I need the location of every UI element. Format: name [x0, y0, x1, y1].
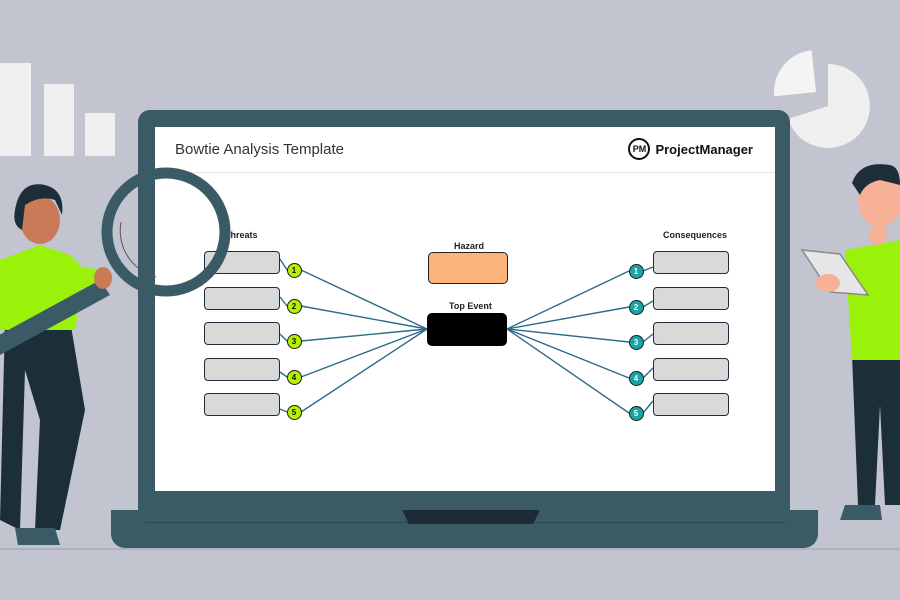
brand: PM ProjectManager — [628, 138, 753, 160]
top-event-to-consequence-line — [506, 328, 630, 379]
template-title: Bowtie Analysis Template — [175, 141, 344, 158]
threat-to-top-event-line — [300, 328, 428, 342]
threats-label: Threats — [225, 230, 258, 240]
consequence-box-connector — [642, 367, 654, 379]
threat-box[interactable] — [204, 322, 280, 345]
threat-box-connector — [279, 258, 288, 271]
threat-box[interactable] — [204, 393, 280, 416]
consequence-number-marker: 5 — [628, 405, 644, 421]
floor-line — [0, 548, 900, 550]
consequence-number-marker: 3 — [628, 334, 644, 350]
brand-name: ProjectManager — [655, 141, 753, 157]
woman-illustration — [0, 184, 112, 545]
top-event-label: Top Event — [449, 301, 492, 311]
header-divider — [155, 172, 775, 173]
man-illustration — [800, 164, 900, 520]
threat-to-top-event-line — [300, 328, 428, 378]
threat-number-marker: 3 — [286, 333, 302, 349]
laptop-screen: Bowtie Analysis Template PM ProjectManag… — [155, 127, 775, 491]
threat-box-connector — [279, 333, 288, 342]
consequences-label: Consequences — [663, 230, 728, 240]
consequence-box[interactable] — [653, 322, 729, 345]
consequence-box[interactable] — [653, 358, 729, 381]
consequence-box[interactable] — [653, 393, 729, 416]
threat-number-marker: 4 — [286, 369, 302, 385]
hazard-label: Hazard — [454, 241, 485, 251]
threat-box[interactable] — [204, 358, 280, 381]
magnifying-glass-icon — [101, 167, 231, 297]
top-event-box[interactable] — [427, 313, 507, 346]
threat-box-connector — [279, 296, 288, 307]
threat-box-connector — [279, 408, 288, 413]
bar-chart-icon-bar-1 — [0, 63, 31, 156]
bar-chart-icon-bar-3 — [85, 113, 115, 156]
top-event-to-consequence-line — [506, 328, 630, 414]
threat-box-connector — [279, 371, 288, 378]
threat-box[interactable] — [204, 287, 280, 310]
top-event-to-consequence-line — [506, 306, 630, 330]
laptop-notch — [402, 510, 540, 524]
consequence-number-marker: 1 — [628, 263, 644, 279]
consequence-box[interactable] — [653, 287, 729, 310]
consequence-box-connector — [642, 300, 654, 308]
top-event-to-consequence-line — [506, 328, 630, 343]
threat-to-top-event-line — [300, 305, 428, 330]
consequence-box-connector — [642, 266, 654, 272]
pie-chart-icon — [774, 50, 870, 148]
top-event-to-consequence-line — [506, 270, 630, 330]
bar-chart-icon-bar-2 — [44, 84, 74, 156]
consequence-box-connector — [642, 333, 654, 343]
threat-number-marker: 2 — [286, 298, 302, 314]
connector-lines — [279, 258, 654, 414]
hazard-box[interactable] — [428, 252, 508, 284]
consequence-box[interactable] — [653, 251, 729, 274]
threat-number-marker: 5 — [286, 404, 302, 420]
threat-number-marker: 1 — [286, 262, 302, 278]
projectmanager-logo-icon: PM — [628, 138, 651, 160]
consequence-number-marker: 2 — [628, 299, 644, 315]
threat-to-top-event-line — [300, 328, 428, 413]
consequence-box-connector — [642, 400, 654, 414]
consequence-number-marker: 4 — [628, 370, 644, 386]
threat-to-top-event-line — [300, 269, 428, 330]
